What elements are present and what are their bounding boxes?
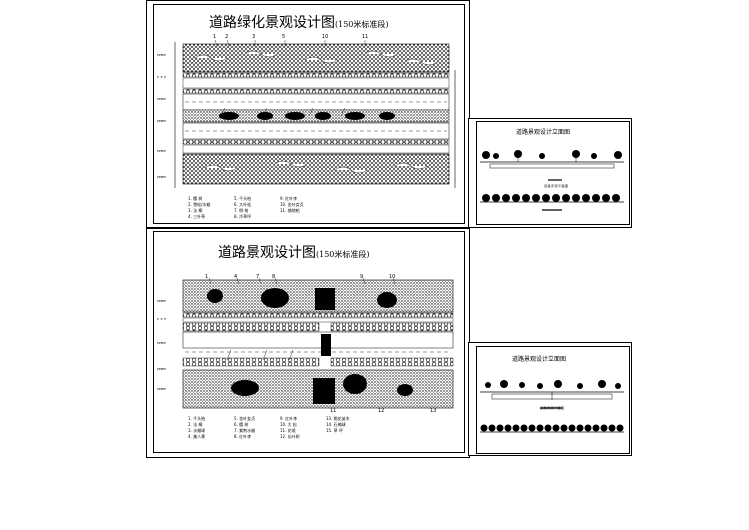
legend-item: 7. 侧 柏 [234, 208, 249, 213]
callout-label: 12 [378, 408, 385, 414]
legend-item: 1. 千头柏 [188, 416, 206, 421]
sheet2-legend: 1. 千头柏 5. 金叶女贞 9. 红叶李 13. 桃花苗木 2. 法 桐 6. 樱 树… [188, 416, 366, 440]
svg-text:PPPPP: PPPPP [157, 299, 166, 303]
callout-label: 10 [389, 274, 396, 280]
legend-item: 4. 三叶草 [188, 214, 206, 219]
section-frame-2 [476, 346, 630, 454]
sheet1-legend: 1. 樱 树 5. 千头柏 9. 红叶李 2. 雪松/水蜡 6. 大叶松 10. 金叶女… [188, 196, 320, 220]
svg-text:PPPPP: PPPPP [157, 97, 166, 101]
legend-item: 6. 樱 树 [234, 422, 249, 427]
legend-item: 6. 大叶松 [234, 202, 252, 207]
svg-text:PPPPP: PPPPP [157, 175, 166, 179]
svg-text:PPPPP: PPPPP [157, 53, 166, 57]
sheet1-plan-drawing: PPPPP P P P PPPPP PPPPP PPPPP PPPPP [157, 39, 456, 188]
sheet2-title-text: 道路景观设计图 [218, 245, 316, 261]
sheet2-plan-drawing: PPPPP P P P PPPPP PPPPP PPPPP [157, 277, 454, 409]
sheet1-title: 道路绿化景观设计图(150米标准段) [209, 12, 389, 32]
section2-elevation [480, 380, 624, 433]
legend-item: 2. 雪松/水蜡 [188, 202, 211, 207]
section-frame-1 [476, 121, 630, 225]
section1-caption: 道路景观平面图 [544, 184, 569, 188]
sheet2-subtitle: (150米标准段) [316, 250, 370, 259]
legend-item: 5. 千头柏 [234, 196, 252, 201]
callout-label: 7 [256, 274, 260, 280]
legend-item: 9. 红叶李 [280, 416, 298, 421]
callout-label: 4 [234, 274, 238, 280]
callout-label: 9 [360, 274, 364, 280]
svg-text:PPPPP: PPPPP [157, 367, 166, 371]
drawing-frame-1 [153, 4, 465, 224]
callout-label: 11 [362, 34, 369, 40]
legend-item: 2. 法 桐 [188, 422, 203, 427]
legend-item: 8. 冷草坪 [234, 214, 252, 219]
sheet1-title-text: 道路绿化景观设计图 [209, 15, 335, 31]
callout-label: 11 [330, 408, 337, 414]
legend-item: 14. 石楠球 [326, 422, 346, 427]
legend-item: 13. 桃花苗木 [326, 416, 350, 421]
svg-text:P P P: P P P [157, 317, 166, 321]
section2-caption: 道路景观平面图 [540, 406, 565, 410]
section1-title: 道路景观设计立面图 [516, 129, 571, 136]
legend-item: 4. 美人蕉 [188, 434, 206, 439]
svg-text:PPPPP: PPPPP [157, 341, 166, 345]
legend-item: 3. 水蜡球 [188, 428, 206, 433]
legend-item: 11. 铺地柏 [280, 208, 300, 213]
legend-item: 7. 紫荆水蜡 [234, 428, 256, 433]
legend-item: 3. 法 桐 [188, 208, 203, 213]
sheet1-subtitle: (150米标准段) [335, 20, 389, 29]
legend-item: 1. 樱 树 [188, 196, 203, 201]
callout-label: 10 [322, 34, 329, 40]
legend-item: 9. 红叶李 [280, 196, 298, 201]
legend-item: 10. 大 松 [280, 422, 297, 427]
callout-label: 1 [205, 274, 209, 280]
legend-item: 11. 花境 [280, 428, 296, 433]
svg-text:PPPPP: PPPPP [157, 119, 166, 123]
section2-title: 道路景观设计立面图 [512, 356, 567, 363]
legend-item: 15. 草 坪 [326, 428, 343, 433]
sheet2-title: 道路景观设计图(150米标准段) [218, 242, 370, 262]
svg-text:PPPPP: PPPPP [157, 387, 166, 391]
legend-item: 5. 金叶女贞 [234, 416, 256, 421]
callout-label: 5 [282, 34, 286, 40]
section1-elevation [480, 150, 624, 211]
svg-text:P P P: P P P [157, 75, 166, 79]
svg-text:PPPPP: PPPPP [157, 149, 166, 153]
legend-item: 10. 金叶女贞 [280, 202, 304, 207]
legend-item: 8. 红叶李 [234, 434, 252, 439]
callout-label: 2 [225, 34, 229, 40]
callout-label: 1 [213, 34, 217, 40]
callout-label: 13 [430, 408, 437, 414]
legend-item: 12. 长叶树 [280, 434, 300, 439]
callout-label: 8 [272, 274, 276, 280]
drawing-frame-2 [153, 231, 465, 453]
callout-label: 3 [252, 34, 256, 40]
